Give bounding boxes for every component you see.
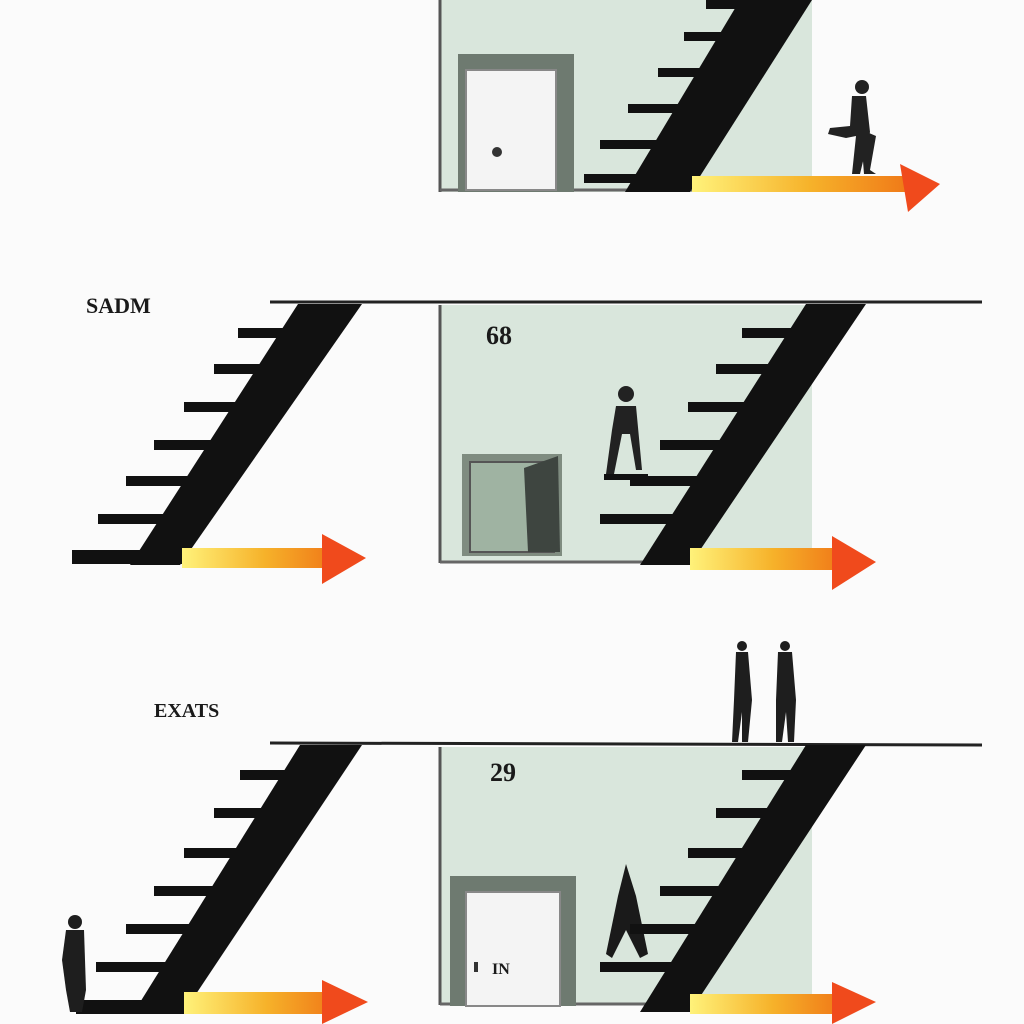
person-icon [828, 80, 876, 174]
arrow-right-icon [690, 536, 876, 590]
row-3: EXATS [62, 641, 983, 1024]
person-icon [606, 864, 648, 958]
row-3-left-label: EXATS [154, 700, 219, 722]
staircase [600, 304, 866, 565]
arrow-right-icon [184, 980, 368, 1024]
staircase [76, 745, 362, 1014]
door [462, 454, 562, 556]
room-number: 29 [490, 758, 516, 787]
row-1-room [438, 0, 940, 212]
door [458, 54, 574, 192]
person-icon [732, 641, 752, 742]
row-2-left-label: SADM [86, 293, 151, 318]
person-icon [62, 915, 86, 1012]
staircase [584, 0, 812, 192]
room: 29 IN [438, 745, 866, 1012]
staircase [600, 745, 866, 1012]
arrow-right-icon [182, 534, 366, 584]
person-icon [604, 386, 648, 480]
arrow-right-icon [692, 164, 940, 212]
floor-line [269, 741, 983, 747]
person-icon [776, 641, 796, 742]
door-sign: IN [492, 961, 510, 978]
staircase [72, 304, 362, 565]
arrow-right-icon [690, 982, 876, 1024]
room-number: 68 [486, 321, 512, 350]
door: IN [450, 876, 576, 1007]
row-2: SADM 68 [72, 293, 982, 590]
room: 68 [438, 304, 866, 565]
